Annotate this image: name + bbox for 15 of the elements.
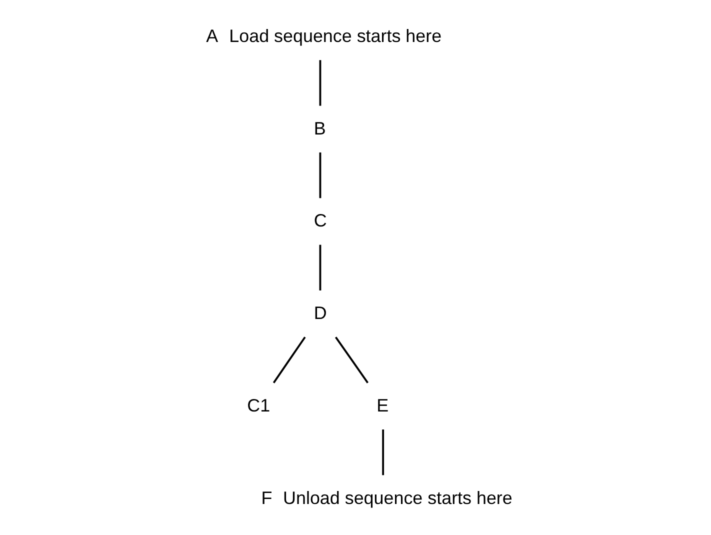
connector: [319, 152, 322, 198]
node-label: Unload sequence starts here: [283, 488, 512, 508]
connector: [319, 60, 322, 106]
connector: [382, 429, 384, 476]
node-text: F: [261, 488, 272, 508]
connector: [334, 336, 368, 384]
connector: [319, 244, 322, 290]
node-text: B: [314, 118, 326, 138]
node-text: C: [314, 210, 327, 231]
node-text: C1: [247, 395, 270, 416]
node-label: Load sequence starts here: [229, 26, 442, 46]
connector: [272, 336, 306, 384]
node-text: D: [314, 303, 327, 324]
node-text: A: [206, 26, 218, 46]
node-text: E: [376, 395, 389, 416]
